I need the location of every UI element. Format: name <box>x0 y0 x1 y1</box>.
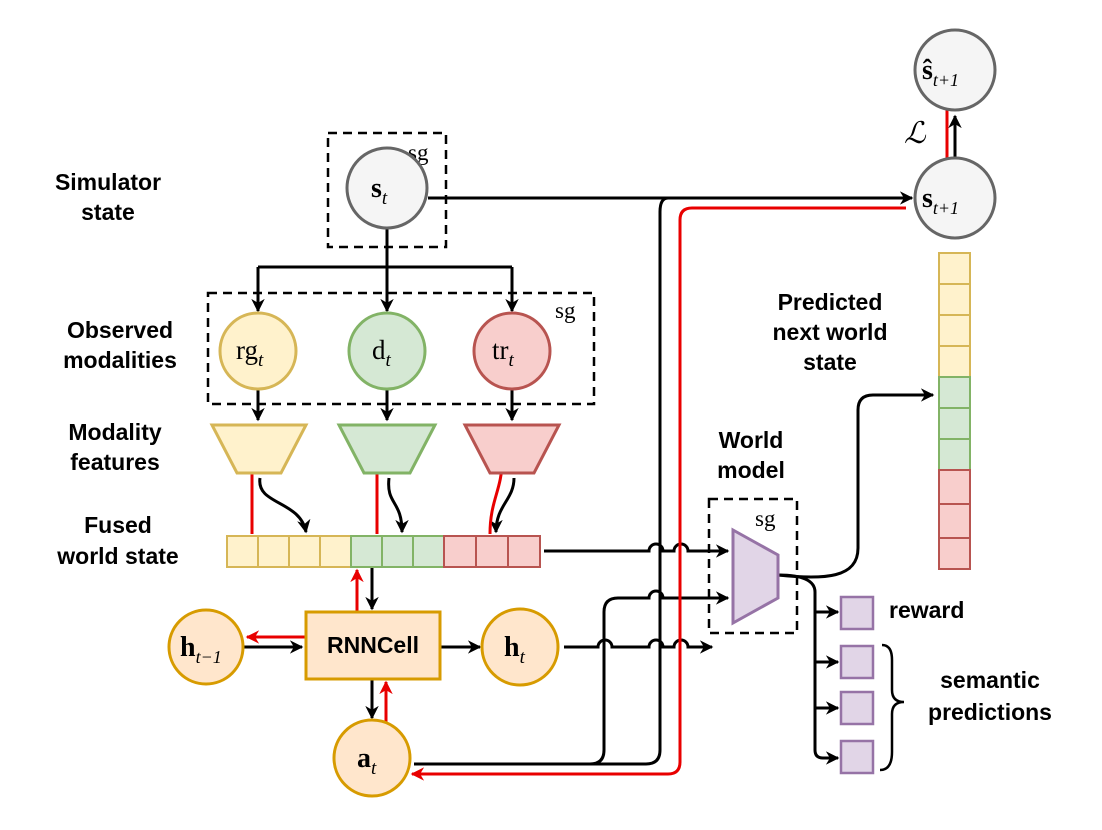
encoder-rgb <box>209 423 309 475</box>
sg-label-modalities: sg <box>555 298 576 323</box>
predicted-world-state-vector <box>938 252 971 570</box>
rnncell-box <box>304 610 442 681</box>
node-depth: dt <box>347 311 427 391</box>
node-h-t: ht <box>480 607 560 687</box>
node-s-hat: ŝt+1 <box>913 28 997 112</box>
label-reward: reward <box>889 597 964 623</box>
svg-text:st+1: st+1 <box>922 183 959 218</box>
semantic-output-box-2 <box>839 690 875 726</box>
loss-symbol: ℒ <box>904 117 927 150</box>
encoder-depth <box>336 423 438 475</box>
node-trajectory: trt <box>472 311 552 391</box>
semantic-output-box-3 <box>839 739 875 775</box>
svg-text:trt: trt <box>492 335 515 371</box>
svg-text:at: at <box>357 743 377 779</box>
svg-text:ht−1: ht−1 <box>180 632 222 667</box>
svg-text:rgt: rgt <box>236 335 264 371</box>
svg-text:ŝt+1: ŝt+1 <box>922 55 959 90</box>
sg-box-modalities <box>206 291 596 406</box>
sg-box-world-model <box>707 497 799 635</box>
svg-text:ht: ht <box>504 632 526 668</box>
node-rgb: rgt <box>218 311 298 391</box>
world-model-network <box>731 527 780 626</box>
reward-output-box <box>839 595 875 631</box>
semantic-output-box-1 <box>839 644 875 680</box>
black-connectors <box>242 114 962 772</box>
svg-text:st: st <box>371 173 388 209</box>
sg-label-world-model: sg <box>755 506 776 531</box>
rnncell-label: RNNCell <box>327 632 419 658</box>
svg-text:dt: dt <box>372 335 392 371</box>
node-a-t: at <box>332 718 412 798</box>
encoder-trajectory <box>462 423 562 475</box>
node-s-next: st+1 <box>913 156 997 240</box>
fused-world-state-vector <box>226 535 541 568</box>
node-h-prev: ht−1 <box>167 608 245 686</box>
node-s-t: st <box>345 146 429 230</box>
